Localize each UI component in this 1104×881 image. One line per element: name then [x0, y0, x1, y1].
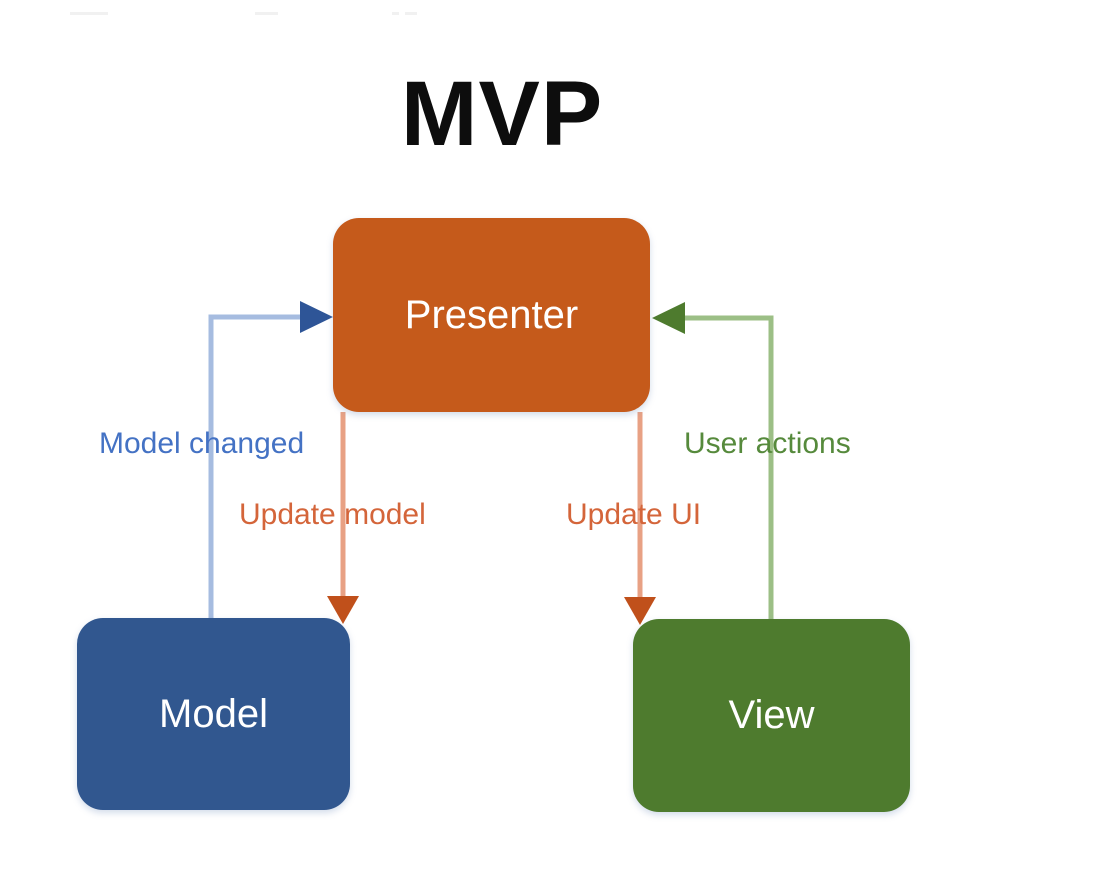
scan-artifact — [405, 12, 417, 15]
edge-label-model-changed: Model changed — [99, 427, 305, 460]
scan-artifact — [255, 12, 278, 15]
diagram-title: MVP — [400, 63, 604, 165]
edge-model-changed-arrowhead — [300, 301, 333, 333]
node-presenter[interactable]: Presenter — [333, 218, 650, 412]
edge-label-update-model: Update model — [239, 498, 426, 531]
scan-artifact — [70, 12, 108, 15]
edge-model-changed-line — [208, 314, 306, 618]
node-model-label: Model — [159, 691, 268, 736]
edge-label-update-ui: Update UI — [566, 498, 702, 531]
scan-artifact — [392, 12, 399, 15]
edge-user-actions-line — [679, 315, 774, 619]
node-presenter-label: Presenter — [404, 292, 579, 337]
node-view[interactable]: View — [633, 619, 910, 812]
edge-user-actions — [652, 302, 774, 619]
edge-user-actions-arrowhead — [652, 302, 685, 334]
node-view-label: View — [728, 693, 815, 737]
edge-label-user-actions: User actions — [684, 427, 851, 460]
node-model[interactable]: Model — [77, 618, 350, 810]
